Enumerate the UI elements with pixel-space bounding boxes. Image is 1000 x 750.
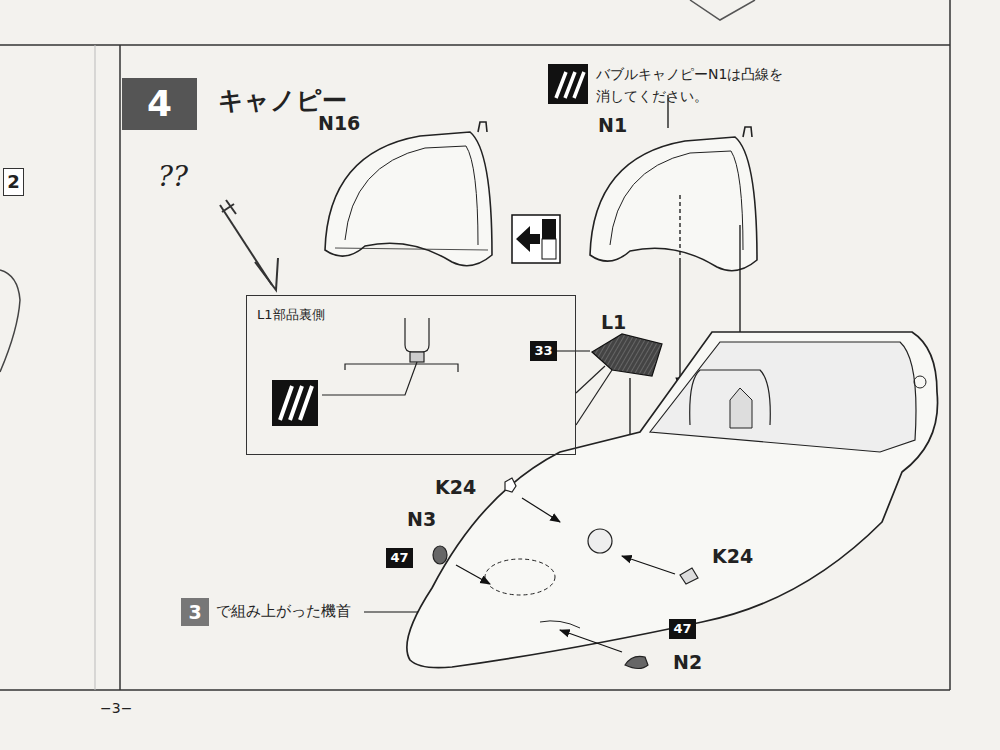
node-text: L1部品裏側 xyxy=(257,308,325,322)
step-title: キャノピー xyxy=(218,86,347,116)
node-text: 2 xyxy=(7,172,20,192)
step-reference: 3 xyxy=(181,598,209,626)
part-name: N2 xyxy=(673,651,702,674)
handwritten-note: ?? xyxy=(158,160,188,194)
step-number: 4 xyxy=(122,78,197,130)
instruction-note: バブルキャノピーN1は凸線を 消してください。 xyxy=(596,64,801,107)
part-name: L1 xyxy=(601,311,626,334)
node-text: 47 xyxy=(390,551,408,565)
part-name: N3 xyxy=(407,508,436,531)
detail-inset: L1部品裏側 xyxy=(246,295,576,455)
part-name: N16 xyxy=(318,112,360,135)
part-name: N1 xyxy=(598,114,627,137)
node-text: 33 xyxy=(534,344,552,358)
part-name: K24 xyxy=(712,545,753,568)
node-text: 3 xyxy=(188,602,201,623)
node-text: 4 xyxy=(147,84,172,124)
page-number: −3− xyxy=(100,700,132,717)
assembly-note: で組み上がった機首 xyxy=(216,602,351,620)
paint-callout: 47 xyxy=(669,619,696,639)
paint-callout: 47 xyxy=(386,548,413,568)
node-text: 47 xyxy=(673,622,691,636)
part-name: K24 xyxy=(435,476,476,499)
step-reference: 2 xyxy=(3,168,24,196)
paint-callout: 33 xyxy=(530,341,557,361)
